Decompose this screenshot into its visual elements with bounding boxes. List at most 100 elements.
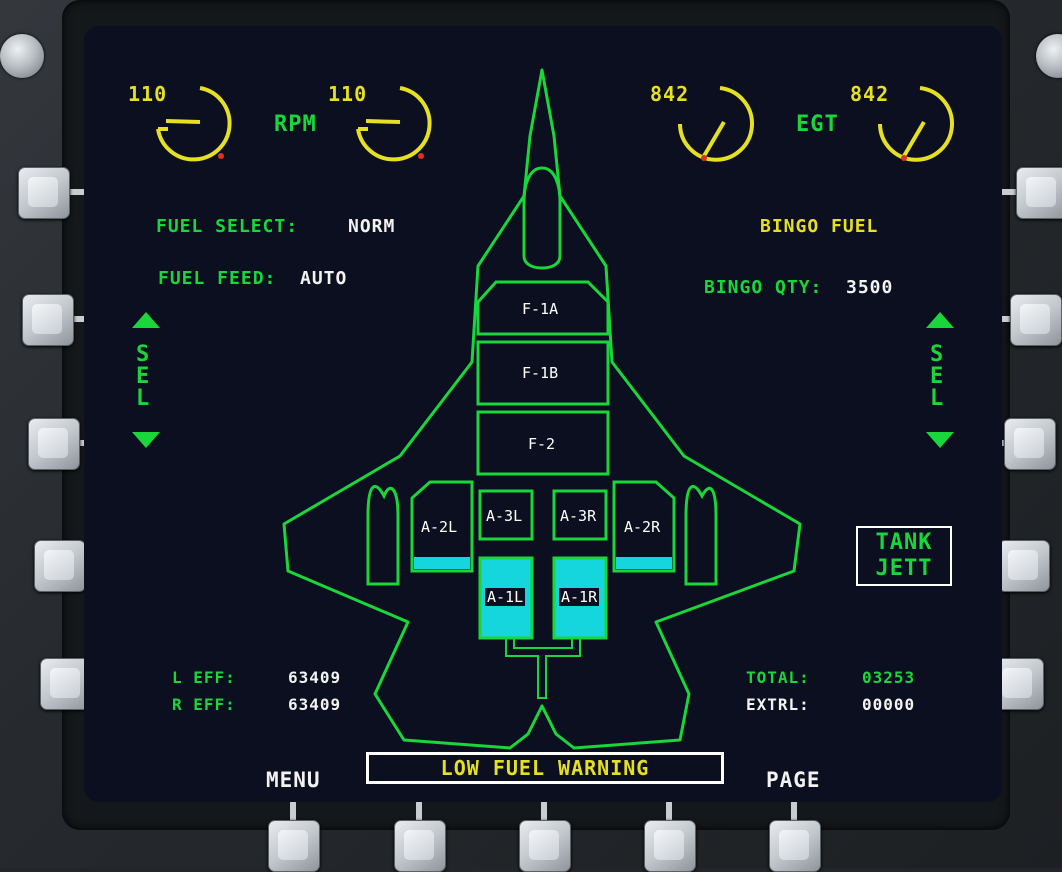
osb-right-2[interactable]: [1010, 294, 1062, 346]
l-eff-label: L EFF:: [172, 668, 236, 687]
tank-a2l-box: [410, 480, 474, 573]
sel-left-letter: S: [136, 342, 151, 367]
egt-left-value: 842: [650, 82, 690, 106]
tank-f1b-label[interactable]: F-1B: [522, 364, 559, 382]
osb-stem: [290, 798, 296, 824]
fuel-select-value: NORM: [348, 216, 396, 237]
osb-left-1[interactable]: [18, 167, 70, 219]
mfd-screen: 110 RPM 110 842 EGT 842 FUEL SELECT: NOR…: [84, 26, 1002, 802]
tank-a3l-label[interactable]: A-3L: [486, 507, 523, 525]
tank-a2r-fill: [616, 557, 672, 569]
osb-bottom-1[interactable]: [268, 820, 320, 872]
osb-stem: [994, 189, 1022, 195]
tank-jett-line2: JETT: [875, 556, 933, 581]
osb-right-4[interactable]: [998, 540, 1050, 592]
rpm-right-gauge-arc: [356, 86, 432, 162]
rpm-right-value: 110: [328, 82, 368, 106]
low-fuel-warning-box: LOW FUEL WARNING: [366, 752, 724, 784]
tank-f2-box: [476, 410, 610, 476]
osb-bottom-5[interactable]: [769, 820, 821, 872]
tank-a3r-label[interactable]: A-3R: [560, 507, 597, 525]
osb-stem: [60, 189, 92, 195]
sel-right-letter: S: [930, 342, 945, 367]
egt-right-gauge-needle: [902, 120, 926, 158]
r-eff-label: R EFF:: [172, 695, 236, 714]
egt-right-gauge-mark: [901, 155, 907, 161]
sel-right-up-arrow: [926, 312, 954, 328]
menu-label[interactable]: MENU: [266, 768, 321, 792]
sel-right-down-arrow: [926, 432, 954, 448]
aircraft-outline: [282, 68, 802, 750]
total-label: TOTAL:: [746, 668, 810, 687]
egt-label: EGT: [796, 112, 839, 137]
osb-stem: [541, 798, 547, 824]
sel-left-up-arrow: [132, 312, 160, 328]
total-value: 03253: [862, 668, 916, 687]
sel-right-letter: L: [930, 386, 945, 411]
tank-f1b-box: [476, 340, 610, 406]
right-pod-outline: [684, 485, 718, 586]
rpm-left-gauge-arc: [156, 86, 232, 162]
tank-a1l-label[interactable]: A-1L: [485, 588, 526, 606]
egt-left-gauge-mark: [701, 155, 707, 161]
osb-left-2[interactable]: [22, 294, 74, 346]
fuel-feed-label: FUEL FEED:: [158, 268, 277, 289]
osb-left-5[interactable]: [40, 658, 92, 710]
egt-left-gauge-needle: [702, 120, 726, 158]
osb-bottom-3[interactable]: [519, 820, 571, 872]
rpm-label: RPM: [274, 112, 317, 137]
rpm-right-gauge-mark: [418, 153, 424, 159]
fuel-feed-value: AUTO: [300, 268, 348, 289]
r-eff-value: 63409: [288, 695, 342, 714]
tank-jett-line1: TANK: [875, 530, 933, 555]
page-label[interactable]: PAGE: [766, 768, 821, 792]
tank-a2r-box: [612, 480, 676, 573]
tank-a1r-label[interactable]: A-1R: [559, 588, 600, 606]
extrl-label: EXTRL:: [746, 695, 810, 714]
fuel-select-label: FUEL SELECT:: [156, 216, 299, 237]
osb-right-1[interactable]: [1016, 167, 1062, 219]
tank-a3r-box: [552, 489, 608, 541]
tank-a2r-label[interactable]: A-2R: [624, 518, 661, 536]
sel-right-letter: E: [930, 364, 945, 389]
osb-stem: [416, 798, 422, 824]
bingo-fuel-title: BINGO FUEL: [760, 216, 879, 237]
tank-a3l-box: [478, 489, 534, 541]
egt-right-gauge-arc: [878, 86, 954, 162]
canopy-outline: [522, 166, 562, 270]
tank-f2-label[interactable]: F-2: [528, 435, 556, 453]
osb-left-3[interactable]: [28, 418, 80, 470]
tank-jett-button[interactable]: TANK JETT: [856, 526, 952, 586]
egt-right-value: 842: [850, 82, 890, 106]
tank-a2l-label[interactable]: A-2L: [421, 518, 458, 536]
osb-bottom-2[interactable]: [394, 820, 446, 872]
fuel-feed-lines: [505, 638, 581, 699]
osb-left-4[interactable]: [34, 540, 86, 592]
sel-left-down-arrow: [132, 432, 160, 448]
extrl-value: 00000: [862, 695, 916, 714]
low-fuel-warning-text: LOW FUEL WARNING: [440, 756, 650, 780]
sel-left-letter: L: [136, 386, 151, 411]
screw-top-left: [0, 34, 44, 78]
osb-stem: [988, 316, 1016, 322]
egt-left-gauge-arc: [678, 86, 754, 162]
l-eff-value: 63409: [288, 668, 342, 687]
sel-left-letter: E: [136, 364, 151, 389]
tank-f1a-label[interactable]: F-1A: [522, 300, 559, 318]
tank-f1a-box: [476, 280, 610, 336]
osb-bottom-4[interactable]: [644, 820, 696, 872]
sel-left-label[interactable]: S E L: [136, 344, 150, 410]
rpm-left-value: 110: [128, 82, 168, 106]
rpm-left-gauge-mark: [218, 153, 224, 159]
rpm-right-gauge-needle: [365, 119, 401, 124]
tank-a2l-fill: [414, 557, 470, 569]
osb-stem: [66, 316, 96, 322]
sel-right-label[interactable]: S E L: [930, 344, 944, 410]
osb-right-3[interactable]: [1004, 418, 1056, 470]
osb-stem: [666, 798, 672, 824]
bingo-qty-label: BINGO QTY:: [704, 277, 823, 298]
bingo-qty-value: 3500: [846, 277, 894, 298]
osb-stem: [791, 798, 797, 824]
left-pod-outline: [366, 485, 400, 586]
rpm-left-gauge-needle: [165, 119, 201, 124]
